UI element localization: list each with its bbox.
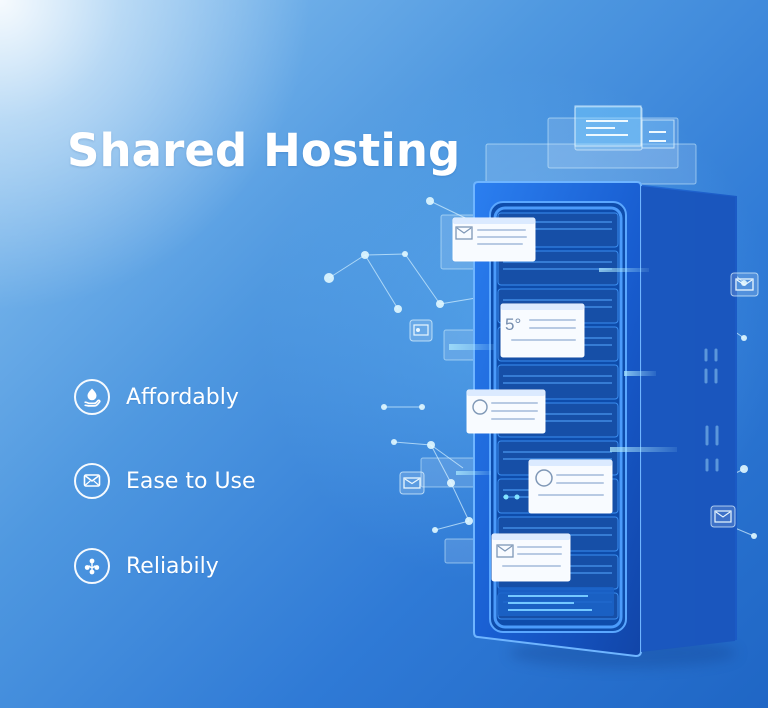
feature-label-ease-to-use: Ease to Use [126,468,256,494]
floating-profile-icon-left [409,319,433,342]
floating-profile-card-2 [466,389,546,434]
svg-text:5°: 5° [505,315,521,334]
ease-to-use-icon [74,463,110,499]
floating-mail-icon-lower-right [710,505,736,528]
feature-ease-to-use: Ease to Use [74,461,256,501]
floating-mail-icon-right [730,272,759,297]
glow-bars [449,268,677,475]
side-data-bars [704,348,719,472]
floating-mail-icon-left [399,471,425,495]
floating-mail-card-2 [491,533,571,582]
reliability-icon [74,548,110,584]
floating-profile-card-1: 5° [500,303,585,358]
rack-bottom-panel [498,587,614,616]
page-title: Shared Hosting [67,124,461,177]
feature-reliability: Reliabily [74,546,219,586]
top-data-panel [574,105,675,149]
floating-mail-card-1 [452,217,536,262]
feature-label-affordably: Affordably [126,384,239,410]
feature-affordably: Affordably [74,377,239,417]
floating-profile-card-3 [528,459,613,514]
affordable-icon [74,379,110,415]
feature-label-reliabily: Reliabily [126,553,219,579]
